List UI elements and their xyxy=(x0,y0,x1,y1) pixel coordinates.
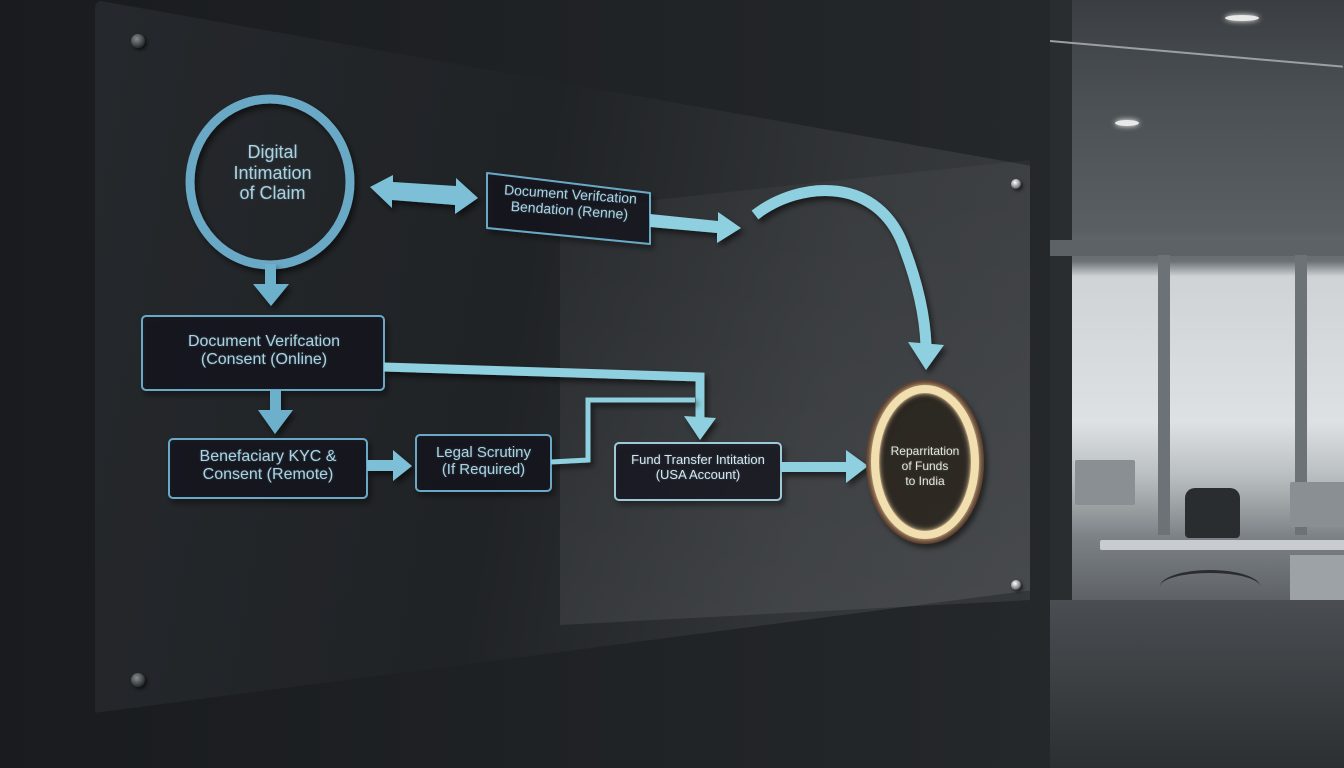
window-mullion xyxy=(1158,255,1170,535)
node-label-line: Legal Scrutiny xyxy=(435,444,532,461)
ceiling-light xyxy=(1115,120,1139,126)
node-label-line: to India xyxy=(905,474,945,488)
desk xyxy=(1100,540,1344,550)
monitor xyxy=(1075,460,1135,505)
node-repatriation-ring xyxy=(866,380,984,544)
node-legal-scrutiny: Legal Scrutiny (If Required) xyxy=(417,444,550,479)
node-label-line: (Consent (Online) xyxy=(200,351,328,369)
node-label-line: Reparritation xyxy=(890,444,960,458)
arrow-curved xyxy=(751,185,944,370)
standoff-screw xyxy=(131,34,145,48)
node-doc-verification-consent-box xyxy=(141,315,385,391)
connector-legal-to-fund xyxy=(550,397,695,465)
chair-base xyxy=(1160,570,1260,603)
node-doc-verification-top-box xyxy=(486,172,651,245)
standoff-screw xyxy=(1011,179,1021,189)
arrow-down-1 xyxy=(253,264,289,306)
node-label-line: Intimation xyxy=(233,162,312,183)
node-label-line: (If Required) xyxy=(441,461,526,479)
node-label-line: Digital xyxy=(247,142,298,162)
node-doc-verification-consent: Document Verifcation (Consent (Online) xyxy=(145,333,383,370)
window-mullion xyxy=(1295,255,1307,535)
node-digital-intimation: Digital Intimation of Claim xyxy=(205,142,340,204)
arrow-right-kyc-to-legal xyxy=(367,450,412,481)
ceiling-light xyxy=(1225,15,1259,21)
node-beneficiary-kyc: Benefaciary KYC & Consent (Remote) xyxy=(170,448,366,485)
monitor xyxy=(1290,482,1344,527)
node-repatriation: Reparritation of Funds to India xyxy=(880,444,970,489)
office-background xyxy=(1050,0,1344,768)
arrow-bidirectional xyxy=(370,175,478,214)
arrow-down-2 xyxy=(258,390,293,434)
window-frame xyxy=(1050,240,1344,256)
node-label-line: Benefaciary KYC & xyxy=(199,448,337,465)
wall-edge xyxy=(1050,0,1072,768)
standoff-screw xyxy=(1011,580,1021,590)
node-fund-transfer: Fund Transfer Intitation (USA Account) xyxy=(616,452,780,483)
node-label-line: of Funds xyxy=(901,459,949,473)
arrow-right-fund-to-repatriation xyxy=(781,450,868,483)
node-label-line: Document Verifcation xyxy=(187,333,341,350)
node-label-line: Fund Transfer Intitation xyxy=(631,452,765,467)
arrow-right-top xyxy=(650,212,741,243)
node-legal-scrutiny-box xyxy=(415,434,552,492)
office-chair xyxy=(1185,488,1240,538)
node-label-line: of Claim xyxy=(239,183,306,204)
node-label-line: Consent (Remote) xyxy=(202,466,334,484)
standoff-screw xyxy=(131,673,145,687)
floor xyxy=(1050,600,1344,768)
arrow-elbow-consent-to-fund xyxy=(383,362,716,440)
node-label-line: (USA Account) xyxy=(655,466,741,482)
